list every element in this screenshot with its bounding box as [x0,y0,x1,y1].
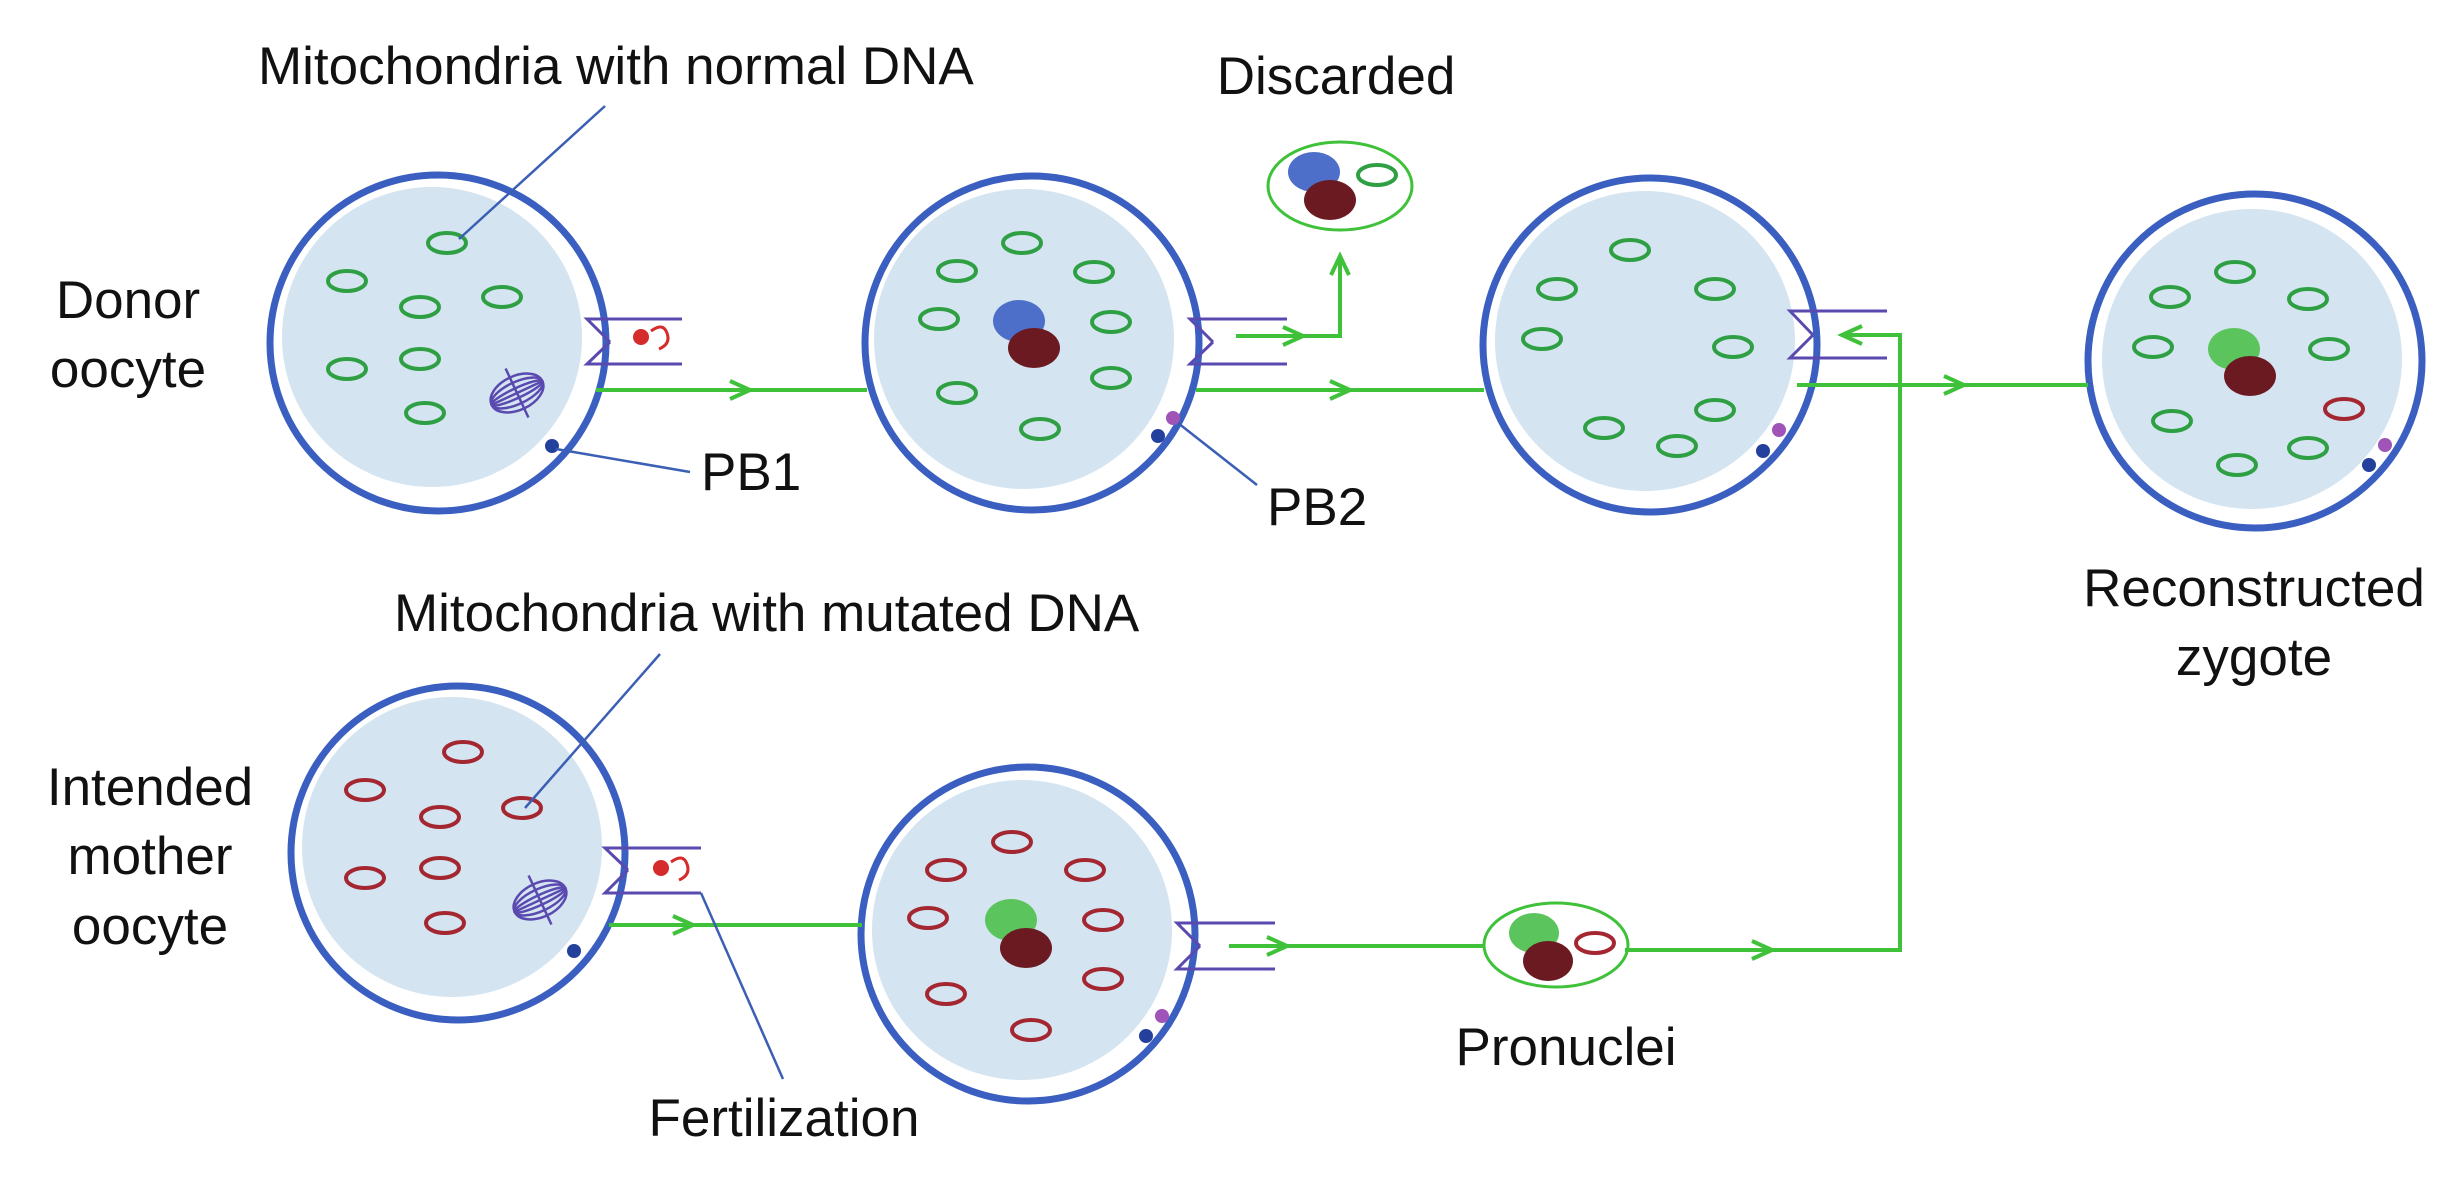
polar-body-1-dot [567,944,581,958]
label-donor-line1: Donor [56,271,200,330]
label-mito-mutated: Mitochondria with mutated DNA [394,584,1140,643]
flow-arrows [596,258,2088,952]
sperm-icon [633,325,670,351]
normal-mitochondria-group [918,231,1132,441]
discarded-karyoplast [1266,140,1414,232]
mutated-mitochondrion [2323,397,2365,421]
leader-fertilization [699,892,785,1080]
leader-mito-normal [458,105,606,240]
polar-body-2-dot [2378,438,2392,452]
leader-lines [458,105,1258,1080]
leader-mito-mutated [524,653,661,809]
label-mito-normal: Mitochondria with normal DNA [258,37,974,96]
enucleated-donor-cell [1479,174,1887,516]
polar-body-2-dot [1166,411,1180,425]
label-intended-line3: oocyte [72,897,228,956]
intended-mother-oocyte-cell [287,682,701,1024]
micropipette-icon [1186,317,1287,366]
label-pronuclei: Pronuclei [1456,1018,1677,1077]
meiotic-spindle-icon [512,875,568,925]
label-fertilization: Fertilization [649,1089,920,1148]
pronuclei-karyoplast [1482,901,1630,989]
mother-zygote-cell [857,763,1275,1105]
label-pb2: PB2 [1267,478,1367,537]
label-intended-line2: mother [68,827,233,886]
label-reconstructed-line2: zygote [2176,628,2332,687]
micropipette-icon [1173,921,1275,971]
label-reconstructed-line1: Reconstructed [2083,559,2425,618]
label-intended-line1: Intended [47,758,253,817]
polar-body-2-dot [1772,423,1786,437]
pronucleus-dark [2224,356,2276,396]
label-discarded: Discarded [1217,47,1456,106]
polar-body-1-dot [1151,429,1165,443]
sperm-icon [653,856,690,882]
meiotic-spindle-icon [489,368,545,418]
polar-body-1-dot [1139,1029,1153,1043]
polar-body-1-dot [545,439,559,453]
pronucleus-dark [1000,928,1052,968]
reconstructed-zygote-cell [2084,190,2426,532]
normal-mitochondria-group [2132,260,2350,477]
leader-pb1 [555,447,691,474]
flow-arrow-pronuclei-to-cytoplast [1625,333,1902,952]
polar-body-1-dot [1756,444,1770,458]
flow-arrow-to-discarded [1236,258,1342,338]
pronucleus-dark [1008,328,1060,368]
leader-pb2 [1177,422,1258,486]
micropipette-icon [1786,309,1887,360]
arrowheads [672,251,1969,961]
micropipette-icon [601,846,701,895]
donor-oocyte-cell [266,171,682,515]
normal-mitochondria-group [326,231,523,425]
polar-body-1-dot [2362,458,2376,472]
donor-zygote-cell [861,172,1287,514]
micropipette-icon [583,317,682,366]
label-donor-line2: oocyte [50,340,206,399]
normal-mitochondria-group [1521,238,1754,458]
label-pb1: PB1 [701,443,801,502]
polar-body-2-dot [1155,1009,1169,1023]
mutated-mitochondria-group [907,830,1124,1042]
mutated-mitochondria-group [344,740,543,935]
